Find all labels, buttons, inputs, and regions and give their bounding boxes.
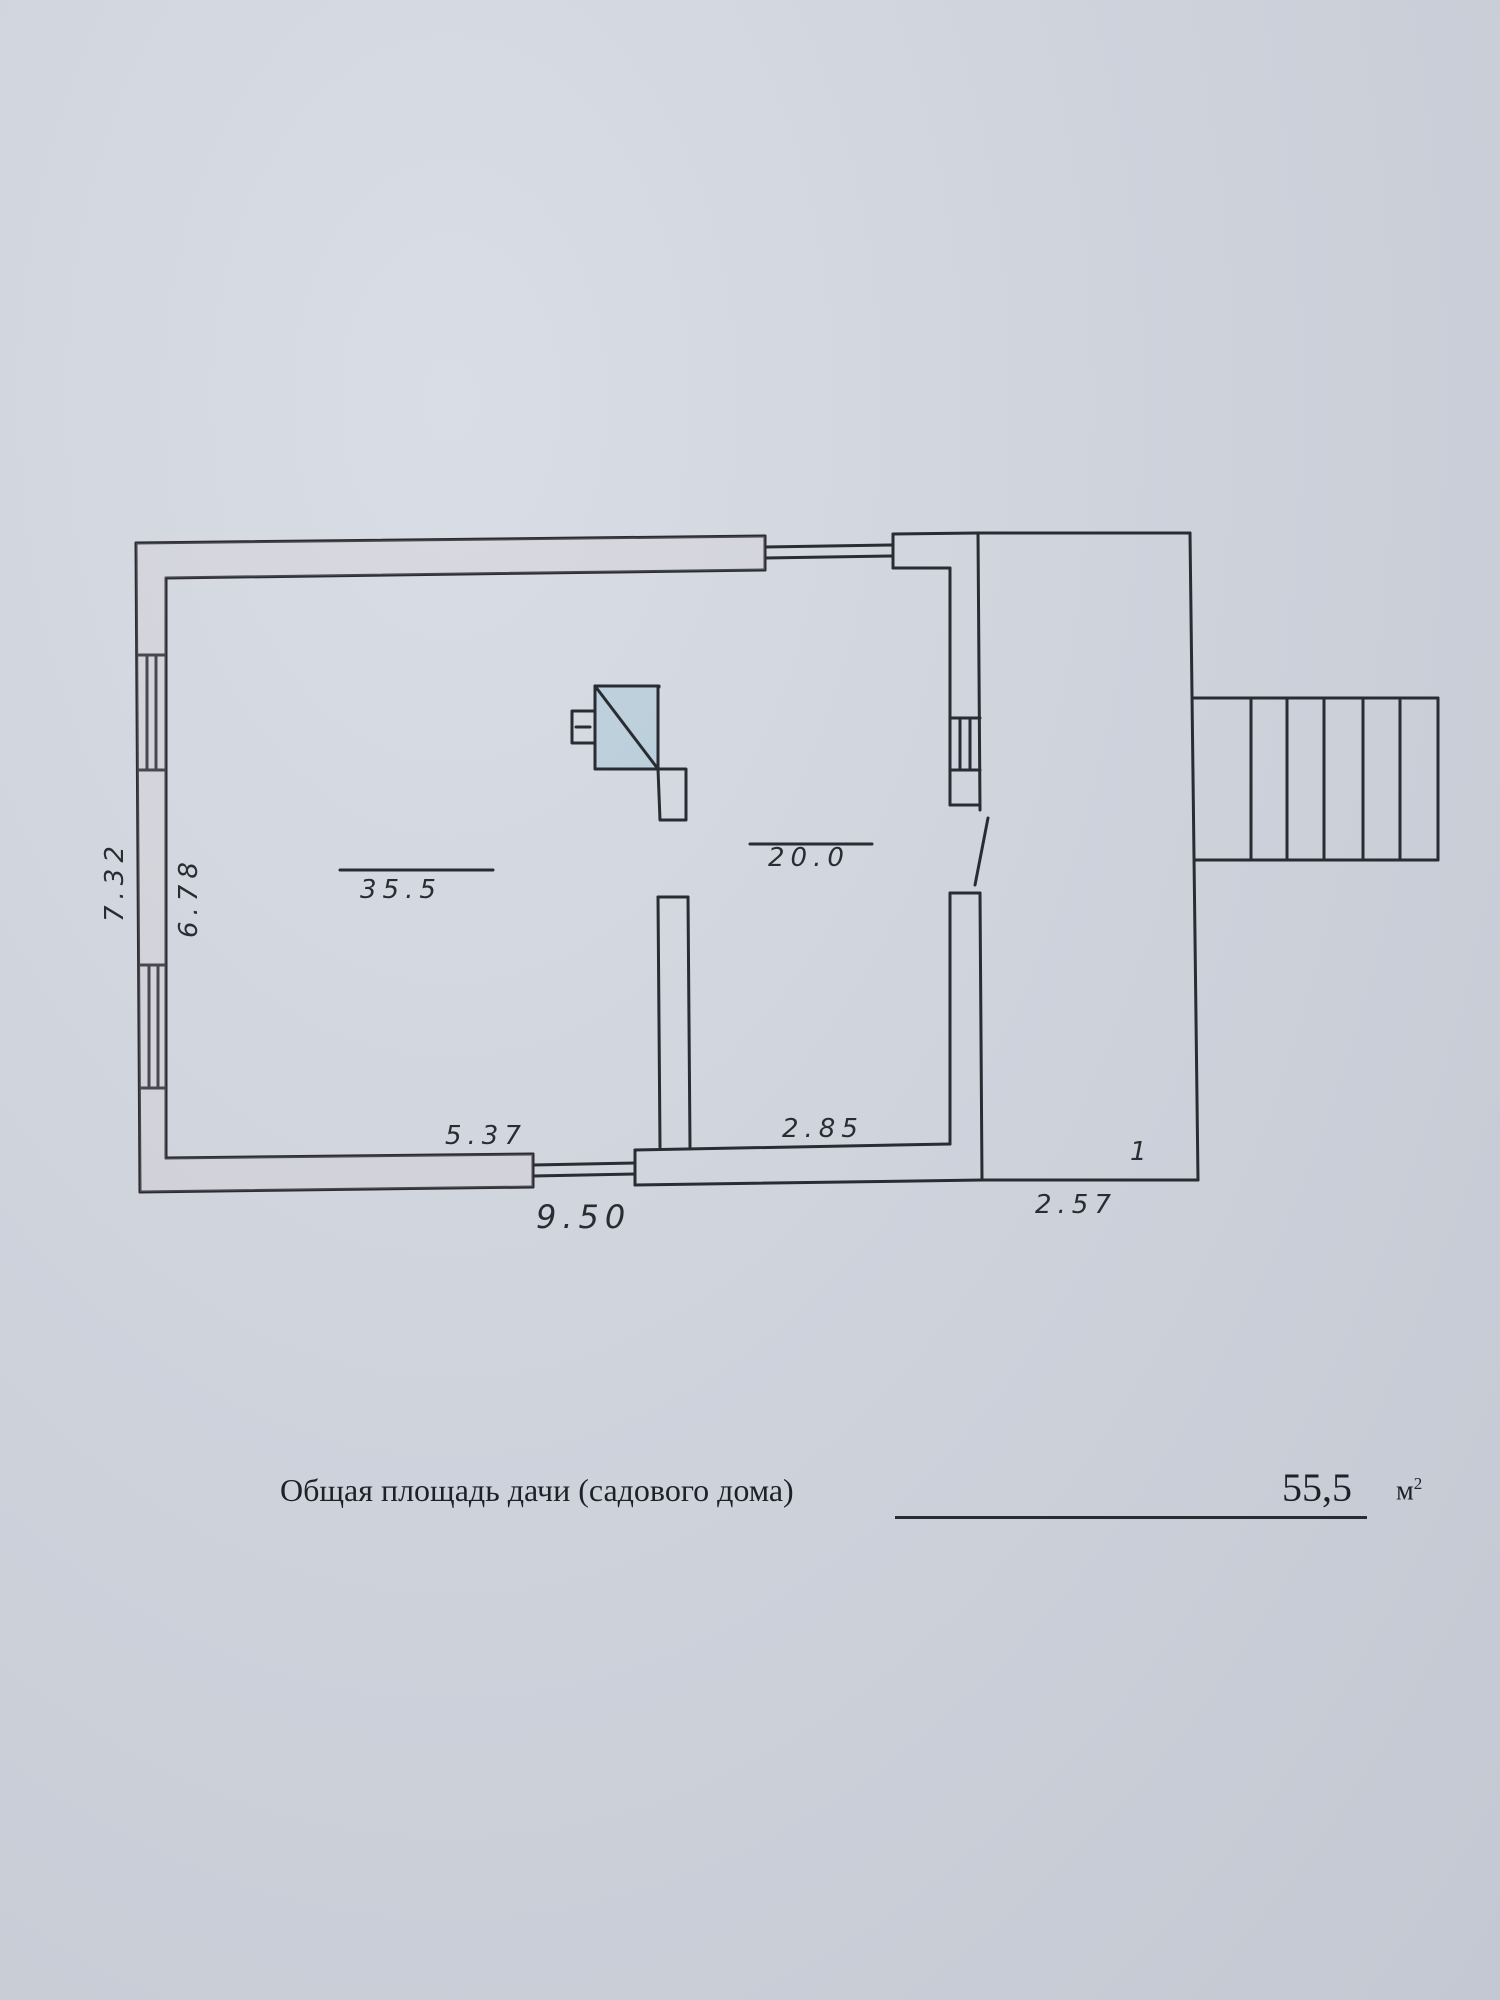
terrace-width-dimension: 2.57	[1035, 1190, 1117, 1220]
stove	[570, 684, 688, 822]
outer-walls	[134, 531, 990, 1194]
window-left-upper	[135, 653, 168, 772]
total-area-underline	[895, 1516, 1367, 1519]
bottom-right-dimension: 2.85	[782, 1114, 864, 1144]
total-area-unit: м2	[1396, 1474, 1423, 1507]
total-width-dimension: 9.50	[536, 1198, 631, 1236]
total-area-value: 55,5	[1282, 1465, 1352, 1510]
bottom-left-dimension: 5.37	[445, 1121, 527, 1151]
inner-height-dimension: 6.78	[174, 856, 204, 938]
window-bottom	[531, 1148, 637, 1189]
window-left-lower	[137, 963, 168, 1090]
entrance-steps	[1191, 696, 1440, 862]
terrace-depth-dimension: 1	[1130, 1137, 1153, 1167]
room-2-area: 20.0	[768, 843, 850, 873]
outer-height-dimension: 7.32	[100, 840, 130, 922]
terrace-outline	[976, 531, 1200, 1182]
window-top	[763, 532, 895, 572]
total-area-label: Общая площадь дачи (садового дома)	[280, 1472, 794, 1508]
interior-partition	[656, 895, 692, 1149]
window-right	[948, 716, 982, 772]
room-1-area: 35.5	[360, 875, 442, 905]
